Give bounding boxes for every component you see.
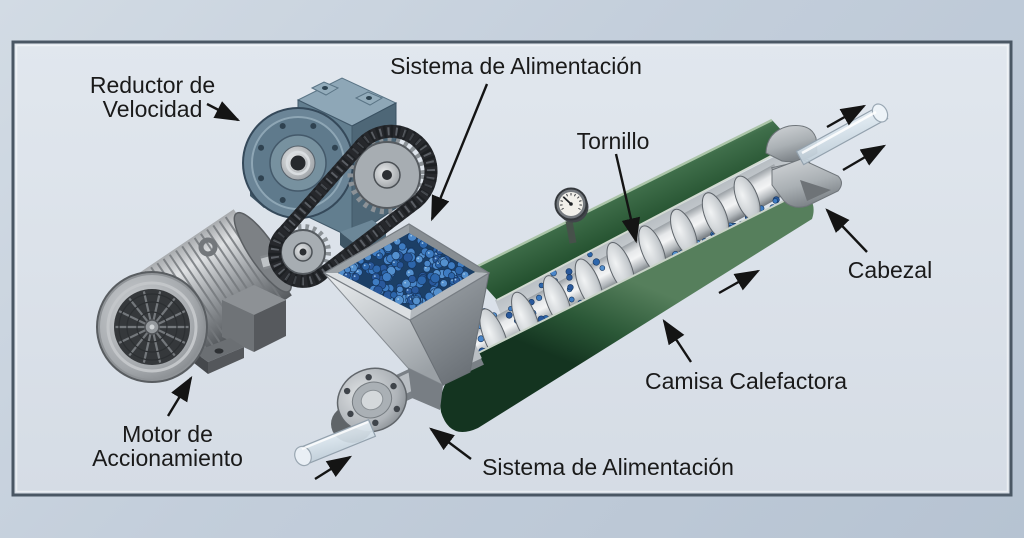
arrow-motor (166, 375, 193, 417)
hopper (322, 223, 491, 410)
annotation-arrows (166, 83, 887, 481)
arrow-sistema-bottom (429, 427, 472, 460)
hopper-throat (408, 368, 443, 410)
label-camisa-calefactora: Camisa Calefactora (645, 368, 847, 394)
label-reductor-de-velocidad: Reductor de Velocidad (60, 73, 245, 121)
label-motor-de-accionamiento: Motor de Accionamiento (75, 422, 260, 470)
feed-flange-bolts (343, 373, 401, 427)
label-tornillo: Tornillo (576, 128, 650, 154)
arrow-camisa (662, 318, 693, 363)
hopper-rim (322, 223, 491, 321)
chain-drive (268, 124, 438, 288)
label-motor-line2: Accionamiento (92, 445, 243, 471)
arrow-reductor (206, 101, 241, 122)
label-reductor-line2: Velocidad (102, 96, 203, 122)
arrow-tornillo (614, 153, 641, 244)
arrow-output-flow-2 (842, 144, 887, 172)
label-reductor-line1: Reductor de (89, 72, 216, 98)
arrow-input-flow (314, 455, 353, 481)
arrow-barrel-flow (718, 269, 761, 295)
gearbox-lugs (310, 81, 384, 106)
barrel-assembly (440, 103, 889, 433)
pressure-gauge-icon (554, 187, 589, 244)
pellets-in-hopper (338, 233, 470, 310)
label-cabezal: Cabezal (847, 257, 933, 283)
drive-motor-illustration (96, 209, 305, 383)
heating-jacket (440, 118, 814, 433)
large-sprocket-teeth (347, 135, 427, 215)
motor-fan-cover (96, 271, 208, 383)
arrow-output-flow-1 (826, 104, 867, 129)
label-sistema-alimentacion-top: Sistema de Alimentación (390, 53, 642, 79)
motor-lifting-eye (198, 237, 218, 257)
label-sistema-alimentacion-bottom: Sistema de Alimentación (482, 454, 734, 480)
fan-grille (115, 291, 189, 363)
label-motor-line1: Motor de (122, 421, 213, 447)
arrow-sistema-top (430, 83, 489, 222)
arrow-cabezal (825, 208, 868, 253)
input-shaft-rod (294, 418, 377, 467)
